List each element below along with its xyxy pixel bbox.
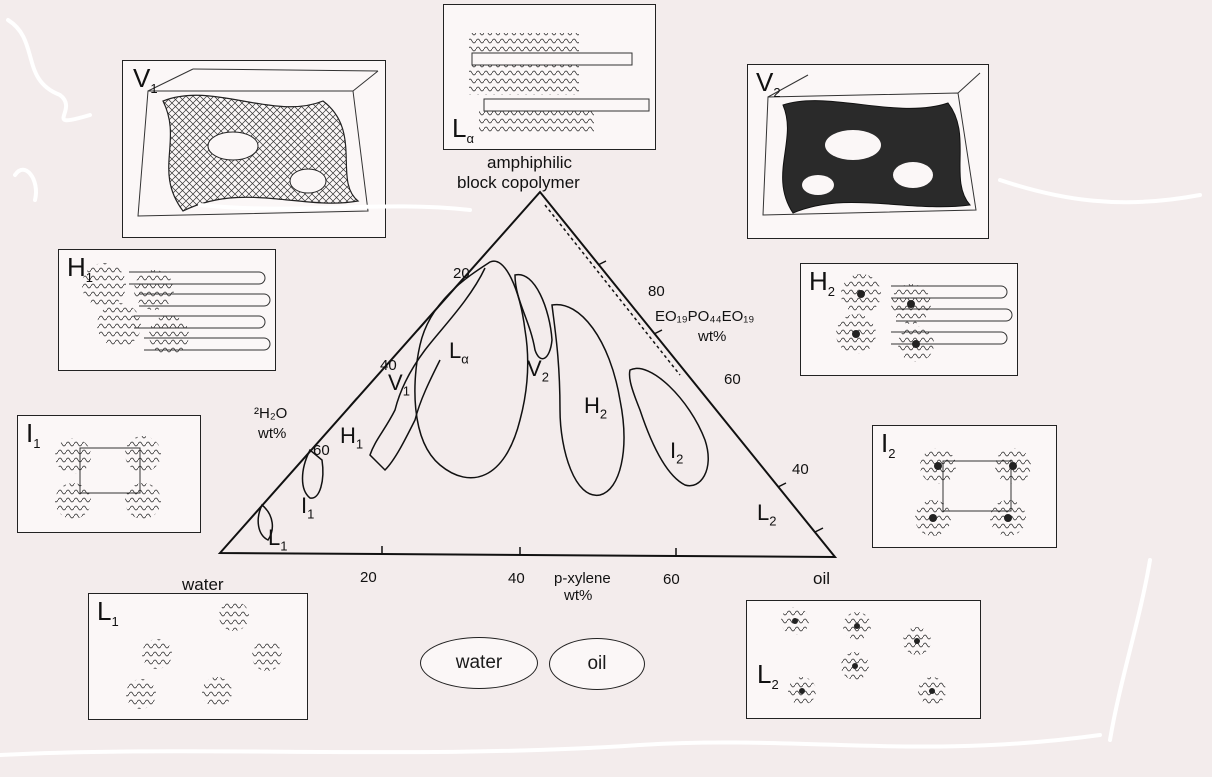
scribble-line-1 bbox=[200, 205, 470, 210]
scribble-top-right bbox=[1000, 180, 1200, 202]
scribble-right bbox=[1110, 560, 1150, 740]
scribble-top-left bbox=[8, 20, 90, 120]
scribble-bottom bbox=[0, 735, 1100, 755]
scribble-left bbox=[15, 170, 36, 200]
